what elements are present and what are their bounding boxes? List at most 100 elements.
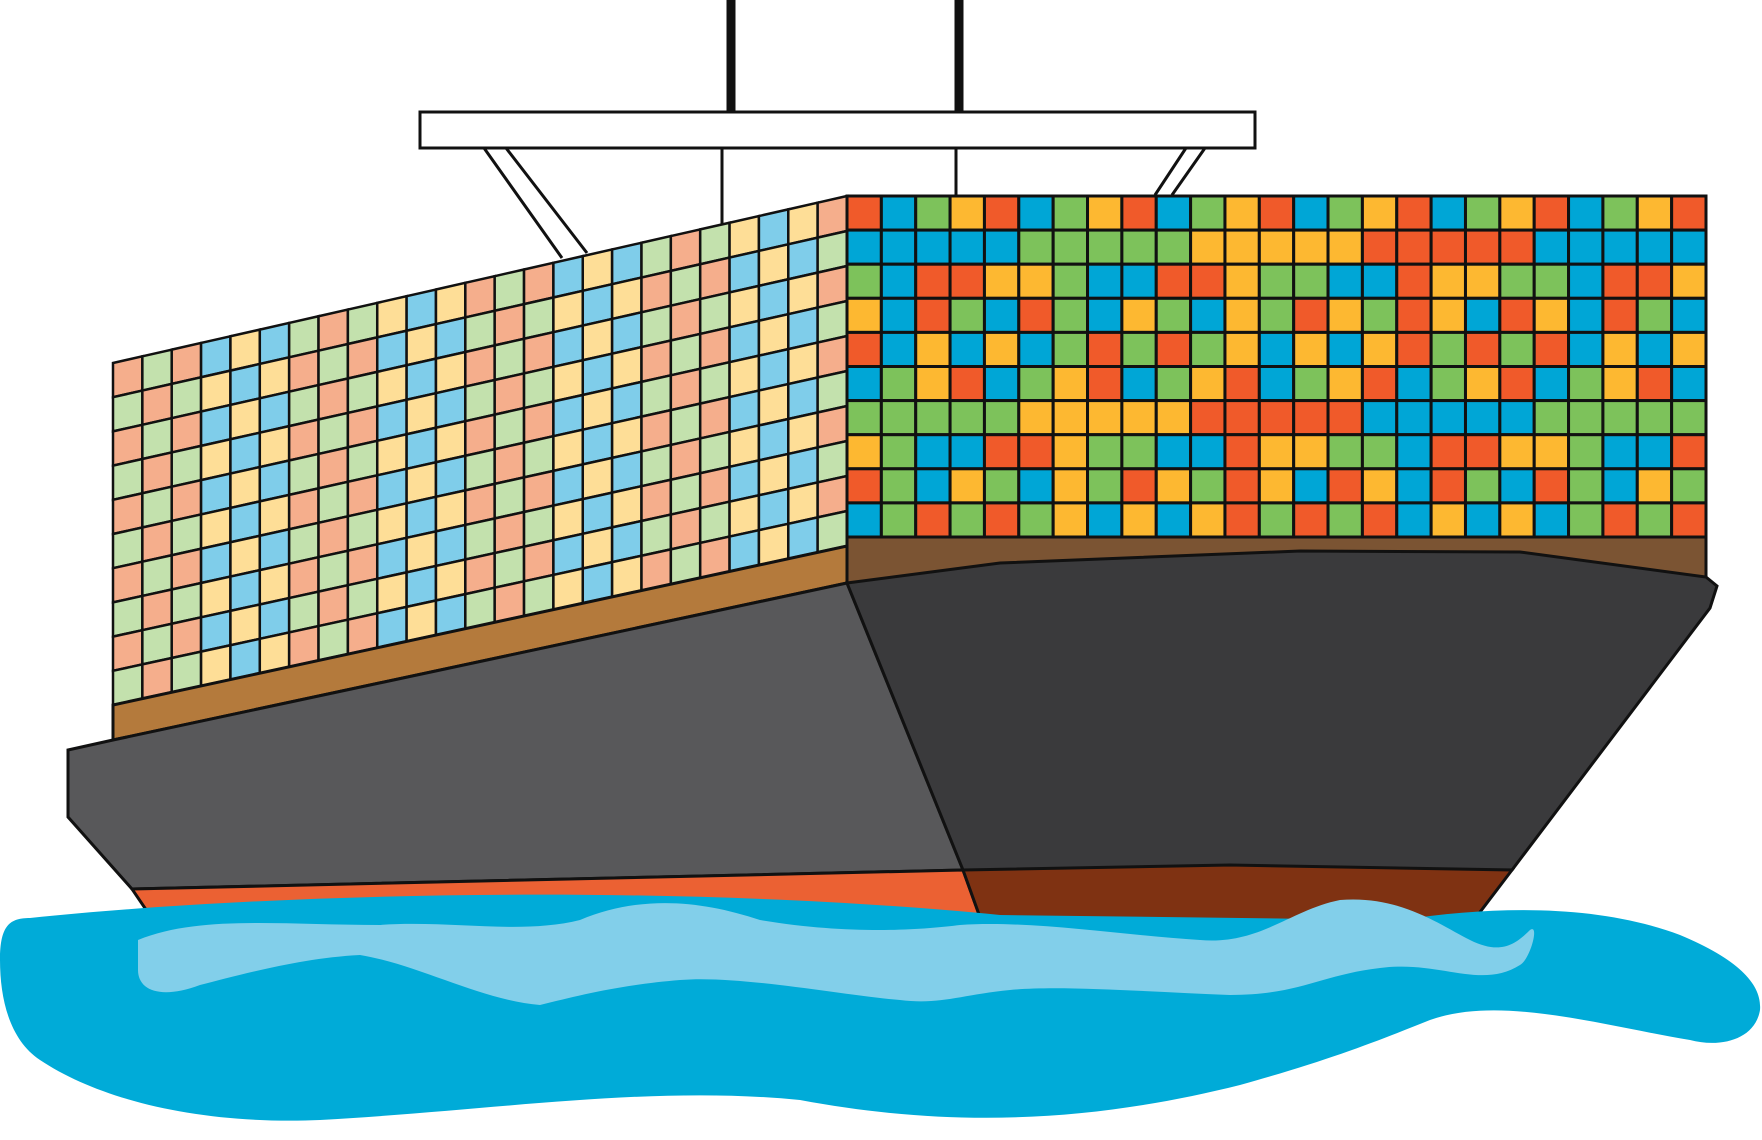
container-front [1498,262,1536,300]
container-front [1498,501,1536,539]
container-front [1017,399,1055,437]
container-front [1670,228,1708,266]
container-front [1051,296,1090,334]
container-front [982,330,1021,368]
bridge-brace [1153,147,1188,196]
container-front [1257,501,1296,539]
container-front [1532,501,1571,539]
container-front [1326,365,1364,403]
container-front [1395,467,1433,505]
container-front [948,433,986,471]
container-front [1601,194,1639,232]
container-front [1670,296,1708,334]
container-front [1257,365,1296,403]
container-front [1532,365,1571,403]
container-front [879,501,918,539]
container-front [914,467,952,505]
container-front [1429,194,1467,232]
container-front [845,194,883,232]
container-front [1601,262,1639,300]
container-front [1463,330,1502,368]
container-front [1635,262,1674,300]
container-front [982,262,1021,300]
container-front [1120,296,1158,334]
container-front [1223,194,1261,232]
container-front [948,399,986,437]
container-front [1395,399,1433,437]
container-front [1567,501,1605,539]
container-front [1463,296,1502,334]
container-front [1601,399,1639,437]
container-front [1154,262,1193,300]
container-front [1017,501,1055,539]
container-front [1360,501,1399,539]
container-front [1223,433,1261,471]
container-front [1360,262,1399,300]
container-front [948,467,986,505]
container-front [1670,330,1708,368]
container-front [1051,433,1090,471]
container-front [1189,433,1227,471]
container-front [1567,365,1605,403]
container-front [1292,467,1330,505]
container-front [1635,330,1674,368]
container-front [1567,399,1605,437]
container-front [1154,433,1193,471]
container-front [1429,330,1467,368]
container-front [1429,501,1467,539]
container-front [1223,365,1261,403]
container-front [1567,296,1605,334]
container-front [1189,399,1227,437]
container-front [845,433,883,471]
container-front [845,365,883,403]
container-front [1360,296,1399,334]
container-front [1120,433,1158,471]
container-front [1670,501,1708,539]
container-front [1017,467,1055,505]
container-front [982,365,1021,403]
container-front [1292,262,1330,300]
water-waves-icon [0,894,1761,1121]
container-front [1670,433,1708,471]
container-front [1463,262,1502,300]
container-front [879,467,918,505]
container-front [1257,433,1296,471]
container-front [1532,330,1571,368]
container-front [1292,399,1330,437]
container-front [1635,296,1674,334]
bridge-brace [504,147,589,254]
container-front [914,262,952,300]
container-front [1463,194,1502,232]
container-front [1257,330,1296,368]
container-front [1154,467,1193,505]
container-front [1360,228,1399,266]
container-front [982,296,1021,334]
container-front [1395,501,1433,539]
container-front [1326,228,1364,266]
container-front [1326,296,1364,334]
container-front [1395,262,1433,300]
container-front [1292,296,1330,334]
container-front [1292,228,1330,266]
container-front [1601,228,1639,266]
container-front [1532,262,1571,300]
container-front [879,365,918,403]
container-front [914,399,952,437]
container-front [1120,262,1158,300]
container-front [1532,399,1571,437]
container-front [1154,501,1193,539]
container-front [1120,399,1158,437]
container-front [1567,194,1605,232]
container-front [1223,228,1261,266]
container-front [1189,330,1227,368]
container-front [1601,467,1639,505]
container-front [1051,330,1090,368]
container-front [1360,330,1399,368]
container-front [914,330,952,368]
container-front [1223,399,1261,437]
container-front [1051,194,1090,232]
container-front [1601,433,1639,471]
container-front [948,330,986,368]
container-front [948,501,986,539]
